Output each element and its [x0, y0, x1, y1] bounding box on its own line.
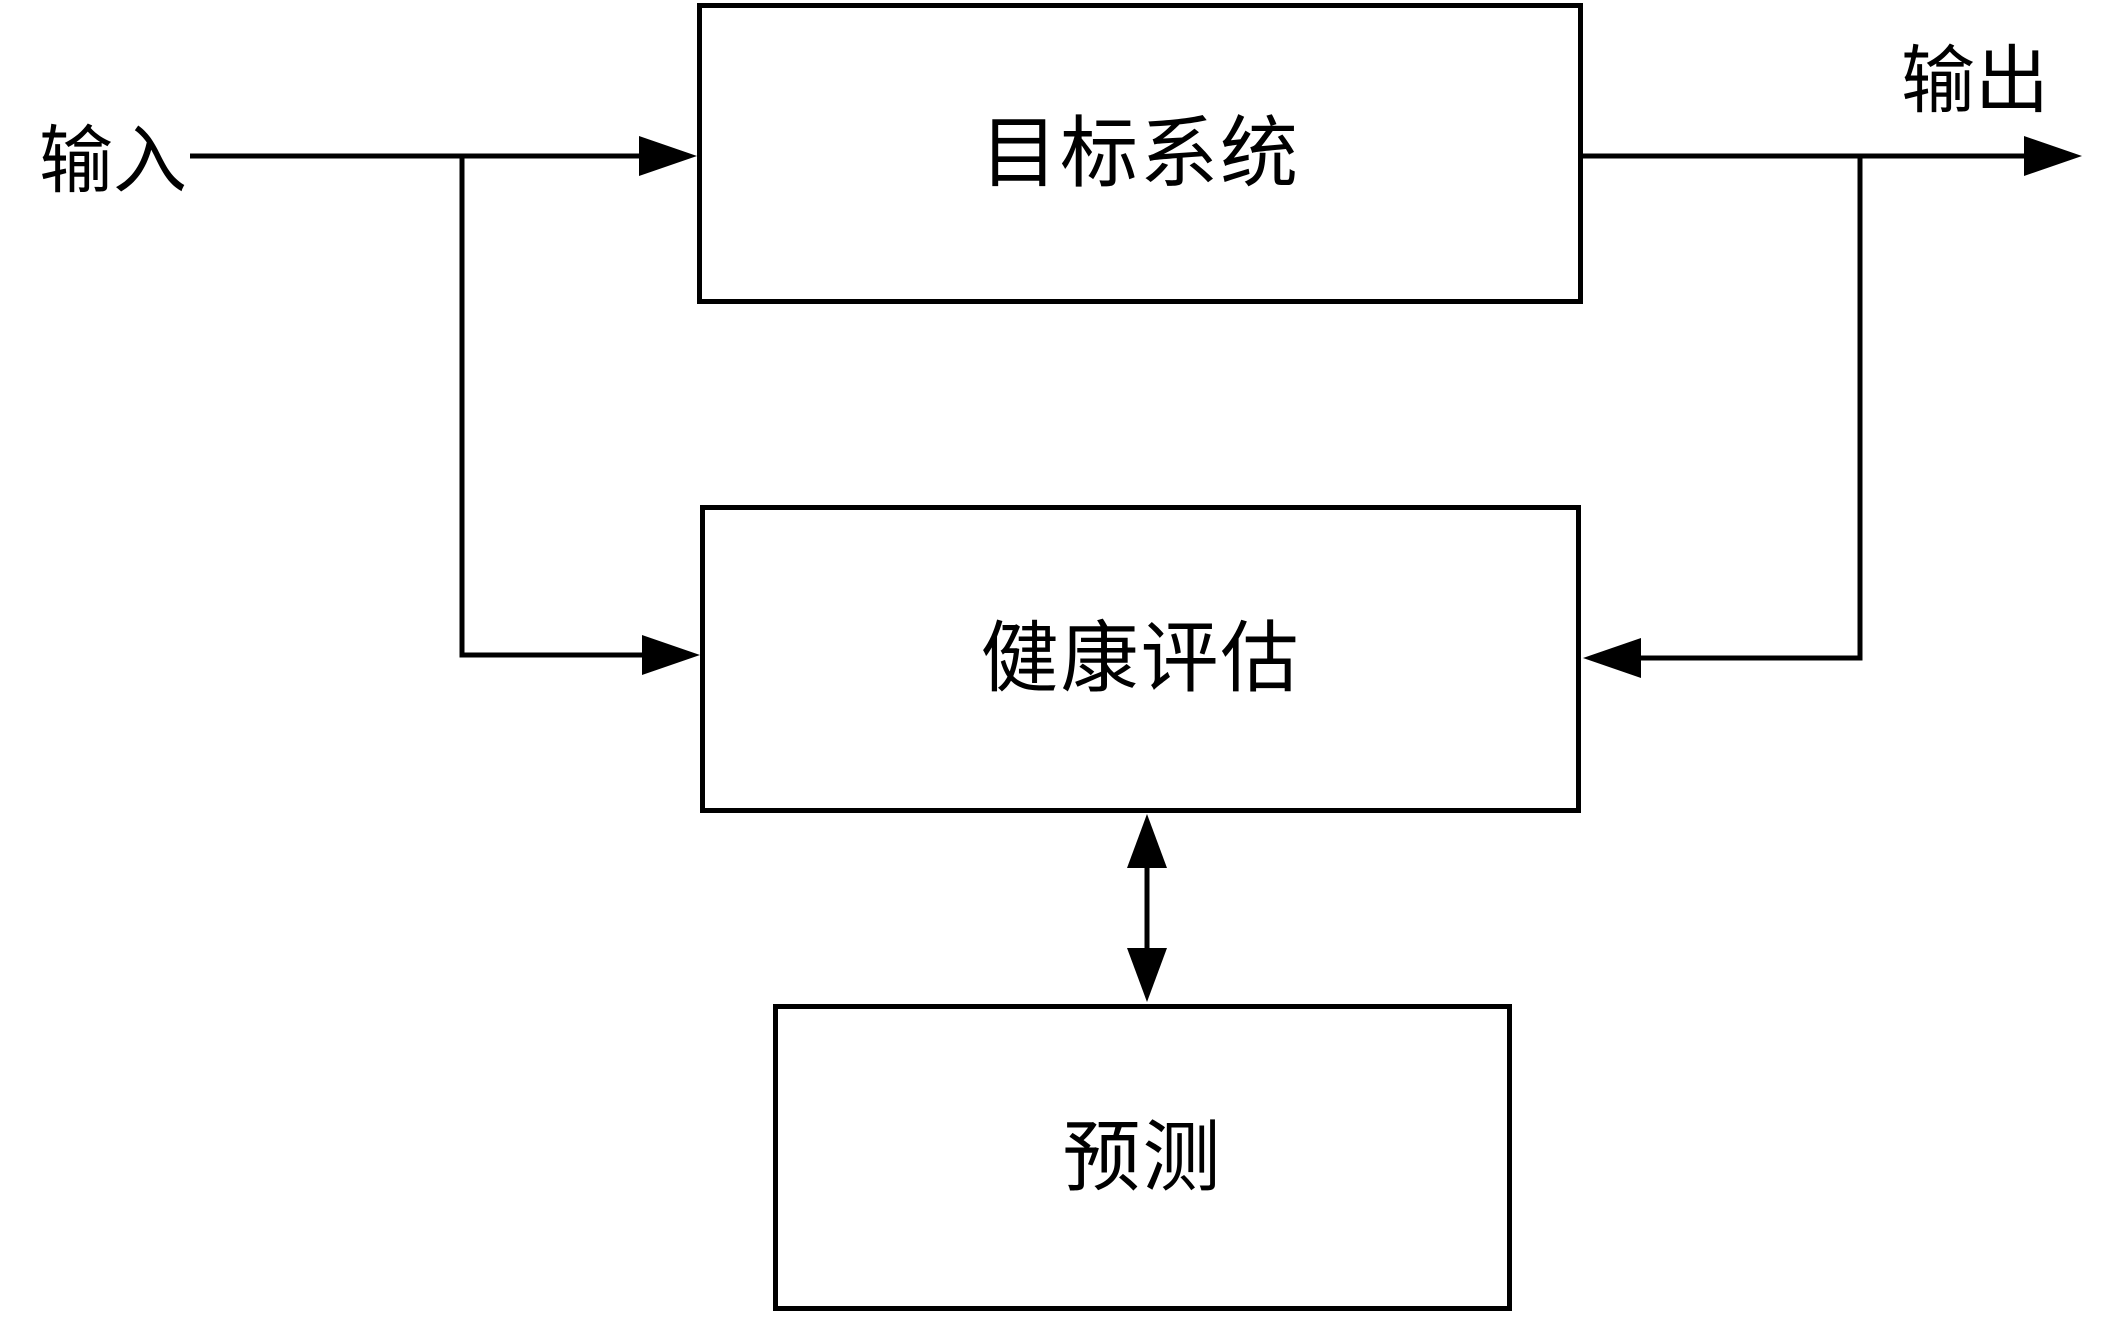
health-assessment-prediction-double-arrow [1127, 814, 1167, 1002]
input-branch-to-health-assessment-arrow [459, 156, 700, 675]
box-prediction: 预测 [773, 1004, 1512, 1311]
arrowhead-right-icon [642, 635, 700, 675]
output-feedback-to-health-assessment-arrow [1583, 156, 1863, 678]
arrowhead-right-icon [2024, 136, 2082, 176]
arrowhead-left-icon [1583, 638, 1641, 678]
box-target-system-label: 目标系统 [979, 109, 1300, 197]
arrowhead-up-icon [1127, 814, 1167, 868]
target-system-to-output-arrow [1583, 136, 2082, 176]
input-label: 输入 [39, 121, 187, 203]
output-label: 输出 [1901, 41, 2049, 123]
box-target-system: 目标系统 [697, 3, 1583, 304]
box-health-assessment-label: 健康评估 [980, 615, 1301, 702]
box-health-assessment: 健康评估 [700, 505, 1581, 813]
input-branch-line [459, 156, 646, 658]
box-prediction-label: 预测 [1062, 1113, 1223, 1201]
arrowhead-down-icon [1127, 948, 1167, 1002]
arrowhead-right-icon [639, 136, 697, 176]
feedback-line [1637, 156, 1863, 661]
input-to-target-system-arrow [190, 136, 697, 176]
